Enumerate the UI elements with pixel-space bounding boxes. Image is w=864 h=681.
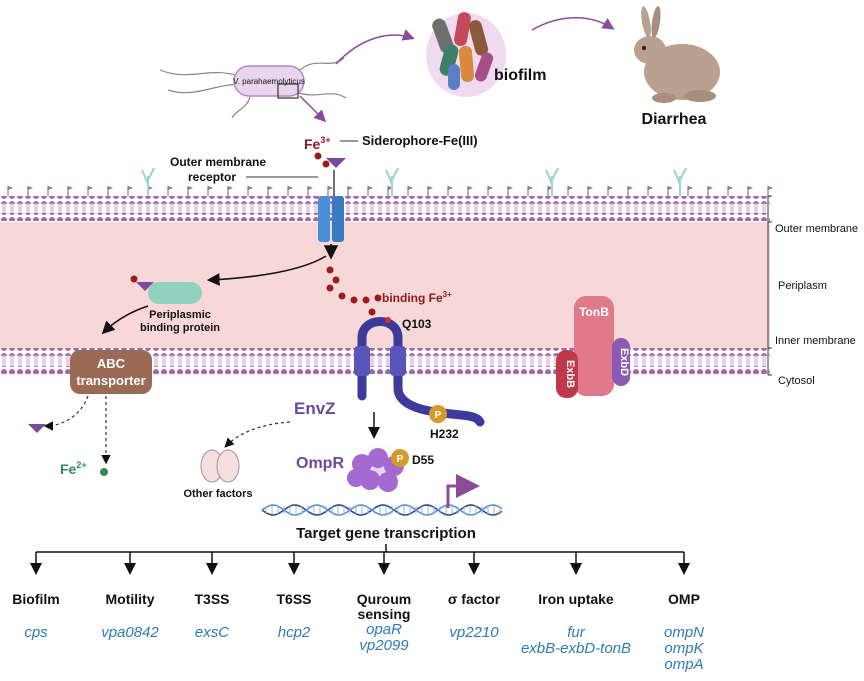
category-item: T6SS hcp2: [276, 552, 312, 641]
q103-site: [385, 317, 391, 323]
category-item: σ factor vp2210: [448, 552, 501, 641]
ompr-label: OmpR: [296, 455, 344, 472]
p-label: P: [397, 454, 404, 465]
iron-dot: [322, 160, 330, 168]
phosphate-h232: [429, 405, 447, 423]
category-name: σ factor: [448, 591, 501, 607]
exbd-label: ExbD: [618, 348, 630, 376]
to-rabbit-arrow: [531, 17, 615, 31]
biofilm-icon: [426, 12, 506, 97]
diarrhea-label: Diarrhea: [642, 111, 707, 128]
region-brackets: [767, 195, 772, 376]
bacterium-icon: V. parahaemolyticus: [159, 57, 347, 119]
siderophore-icon: [326, 158, 346, 168]
phosphate-d55: [391, 449, 409, 467]
binding-fe-label: binding Fe3+: [382, 290, 452, 305]
gene-name: exbB-exbD-tonB: [521, 640, 631, 657]
category-name: OMP: [668, 591, 700, 607]
gene-name: vpa0842: [101, 624, 159, 641]
category-name: Iron uptake: [538, 591, 614, 607]
p-label: P: [435, 410, 442, 421]
dna-helix: [261, 504, 503, 516]
tonb-label: TonB: [579, 305, 609, 319]
gene-name: cps: [24, 624, 48, 641]
gene-name: vp2099: [359, 637, 409, 654]
receptor-label-line1: Outer membrane: [170, 155, 266, 169]
category-item: T3SS exsC: [194, 552, 230, 641]
category-name: Biofilm: [12, 591, 59, 607]
siderophore-label: Siderophore-Fe(III): [362, 133, 478, 148]
to-other-factors-arrow: [224, 421, 291, 448]
envz-protein: [354, 317, 485, 427]
other-factors-label: Other factors: [183, 488, 252, 500]
d55-label: D55: [412, 453, 434, 467]
h232-label: H232: [430, 427, 459, 441]
label-inner-membrane: Inner membrane: [775, 335, 856, 347]
category-item: Biofilm cps: [12, 552, 60, 641]
periplasmic-label-line2: binding protein: [140, 322, 220, 334]
to-abc-arrow: [101, 305, 149, 335]
fe3-label: Fe3+: [304, 135, 331, 152]
gene-name: opaR: [366, 621, 402, 638]
gene-name: vp2210: [449, 624, 499, 641]
envz-label: EnvZ: [294, 399, 336, 418]
gene-name: fur: [567, 624, 586, 641]
label-outer-membrane: Outer membrane: [775, 223, 858, 235]
abc-transporter: [70, 350, 152, 394]
to-biofilm-arrow: [335, 29, 415, 65]
category-name: T6SS: [276, 591, 311, 607]
other-factors-icon: [200, 449, 240, 483]
gene-name: exsC: [195, 624, 229, 641]
category-name: Quroum: [357, 591, 411, 607]
to-periplasmic-arrow: [206, 255, 327, 286]
periplasmic-binding-protein: [130, 275, 202, 304]
periplasm-region: [0, 222, 770, 348]
category-list: Biofilm cps Motility vpa0842 T3SS exsC T6SS hcp…: [12, 552, 705, 673]
gene-name: hcp2: [278, 624, 311, 641]
exbb-label: ExbB: [564, 360, 576, 388]
iron-trail: [326, 266, 382, 316]
receptor-label-line2: receptor: [188, 170, 236, 184]
abc-label-line2: transporter: [76, 373, 145, 388]
fe2-dot: [100, 468, 108, 476]
category-name: sensing: [358, 606, 411, 622]
abc-label-line1: ABC: [97, 356, 126, 371]
biofilm-label: biofilm: [494, 67, 546, 84]
siderophore-icon: [28, 424, 46, 433]
target-transcription-label: Target gene transcription: [296, 525, 476, 542]
gene-name: ompK: [664, 640, 704, 657]
label-cytosol: Cytosol: [778, 375, 815, 387]
periplasmic-label-line1: Periplasmic: [149, 309, 211, 321]
outer-membrane-receptor: [318, 196, 344, 242]
siderophore-release-arrow: [43, 395, 89, 431]
ompr-protein: [347, 448, 404, 492]
tonb-complex: [556, 296, 630, 398]
gene-name: ompA: [664, 656, 703, 673]
zoom-arrow: [299, 95, 327, 123]
fe2-label: Fe2+: [60, 460, 87, 477]
iron-dot: [314, 152, 322, 160]
rabbit-icon: [634, 6, 720, 103]
q103-label: Q103: [402, 317, 432, 331]
outer-membrane: [0, 167, 773, 221]
category-name: T3SS: [194, 591, 229, 607]
category-item: Motility vpa0842: [101, 552, 159, 641]
transcription-start-arrow: [446, 474, 480, 508]
label-periplasm: Periplasm: [778, 280, 827, 292]
bacterium-label: V. parahaemolyticus: [233, 77, 305, 86]
category-name: Motility: [106, 591, 155, 607]
gene-name: ompN: [664, 624, 704, 641]
